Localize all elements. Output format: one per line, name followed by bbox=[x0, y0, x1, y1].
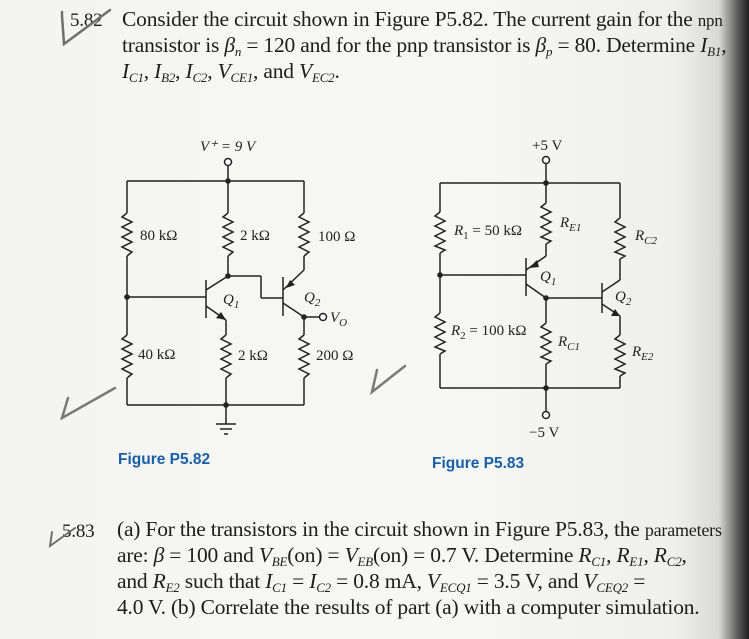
figure-p5-83-circuit: +5 V −5 V R1 = 50 kΩ R2 = 100 kΩ RE1 RC1… bbox=[433, 138, 658, 441]
problem-number: 5.83 bbox=[62, 521, 95, 542]
rc1-label: RC1 bbox=[557, 334, 580, 353]
problem-line-1: Consider the circuit shown in Figure P5.… bbox=[122, 7, 723, 31]
r-2k-top-label: 2 kΩ bbox=[240, 228, 270, 244]
q1-label: Q1 bbox=[540, 269, 556, 288]
vecq1: 3.5 V bbox=[493, 569, 538, 593]
problem-line-3: and RE2 such that IC1 = IC2 = 0.8 mA, VE… bbox=[117, 569, 646, 595]
vbe-on: 0.7 V bbox=[430, 543, 474, 567]
r-200-label: 200 Ω bbox=[316, 348, 353, 364]
re2-label: RE2 bbox=[631, 344, 654, 363]
problem-line-4: 4.0 V. (b) Correlate the results of part… bbox=[117, 595, 700, 619]
beta-n: 120 bbox=[263, 33, 296, 57]
supply-top-label: +5 V bbox=[532, 138, 562, 154]
r-100-label: 100 Ω bbox=[318, 229, 355, 245]
re1-label: RE1 bbox=[559, 215, 581, 234]
checkmark-icon bbox=[60, 386, 117, 420]
r1-label: R1 = 50 kΩ bbox=[453, 223, 522, 242]
figure-caption-p5-82: Figure P5.82 bbox=[118, 451, 211, 468]
supply-bottom-label: −5 V bbox=[529, 425, 559, 441]
rc2-label: RC2 bbox=[634, 228, 658, 247]
r2-label: R2 = 100 kΩ bbox=[450, 323, 527, 342]
q2-label: Q2 bbox=[615, 289, 632, 308]
beta: 100 bbox=[186, 543, 219, 567]
problem-line-2: are: β = 100 and VBE(on) = VEB(on) = 0.7… bbox=[117, 543, 687, 569]
figure-p5-82-circuit: V⁺ = 9 V 80 kΩ 2 kΩ 100 Ω 40 kΩ 2 kΩ 200… bbox=[120, 139, 355, 435]
checkmark-icon bbox=[369, 364, 407, 396]
checkmark-icon bbox=[48, 527, 76, 549]
problem-number: 5.82 bbox=[70, 10, 103, 31]
beta-p: 80 bbox=[574, 33, 596, 57]
checkmark-icon bbox=[60, 8, 112, 47]
r-40k-label: 40 kΩ bbox=[138, 347, 175, 363]
figure-caption-p5-83: Figure P5.83 bbox=[432, 455, 525, 472]
ic: 0.8 mA bbox=[353, 569, 417, 593]
r-80k-label: 80 kΩ bbox=[140, 228, 177, 244]
vceq2: 4.0 V bbox=[117, 595, 161, 619]
problem-line-2: transistor is βn = 120 and for the pnp t… bbox=[122, 33, 727, 59]
supply-label: V⁺ = 9 V bbox=[200, 139, 257, 155]
r-2k-bot-label: 2 kΩ bbox=[238, 348, 268, 364]
problem-line-3: IC1, IB2, IC2, VCE1, and VEC2. bbox=[122, 59, 340, 85]
problem-line-1: (a) For the transistors in the circuit s… bbox=[117, 517, 722, 541]
